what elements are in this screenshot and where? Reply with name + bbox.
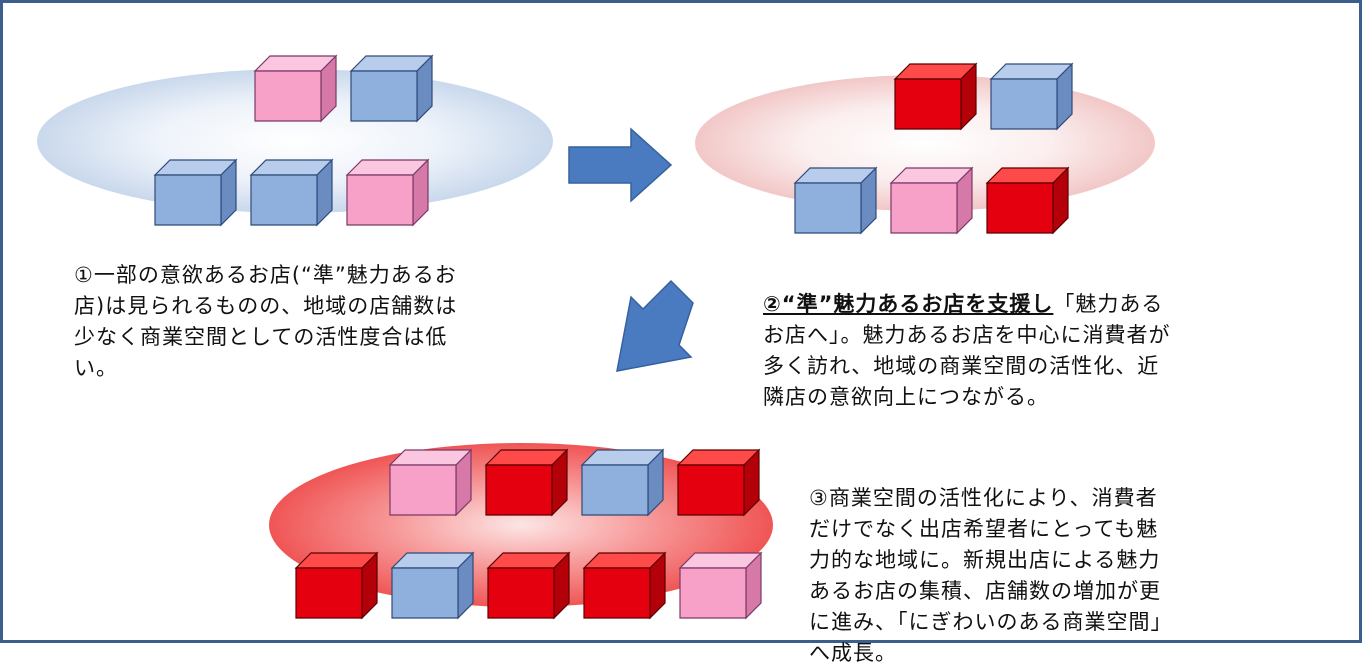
box-front (679, 567, 747, 619)
stage3-box-icon (582, 551, 667, 620)
stage3-description: ③商業空間の活性化により、消費者だけでなく出店希望者にとっても魅力的な地域に。新… (809, 486, 1173, 665)
stage1-description: ①一部の意欲あるお店(“準”魅力あるお店)は見られるものの、地域の店舗数は少なく… (74, 263, 458, 380)
stage2-description: ②“準”魅力あるお店を支援し「魅力あるお店へ」。魅力あるお店を中心に消費者が多く… (763, 289, 1178, 413)
box-front (350, 70, 418, 122)
stage1-box-icon (253, 54, 338, 123)
box-front (794, 182, 862, 234)
box-front (583, 567, 651, 619)
stage3-box-icon (486, 551, 571, 620)
box-front (250, 174, 318, 226)
box-front (894, 78, 962, 130)
box-front (295, 567, 363, 619)
box-front (346, 174, 414, 226)
stage3-box-icon (580, 448, 665, 517)
diagram-canvas (37, 54, 1155, 620)
stage2-box-icon (793, 166, 878, 235)
stage3-box-icon (676, 448, 761, 517)
box-front (391, 567, 459, 619)
stage3-box-icon (388, 448, 473, 517)
stage3-box-icon (390, 551, 475, 620)
stage1-box-icon (249, 158, 334, 227)
stage1-box-icon (345, 158, 430, 227)
stage1-box-icon (153, 158, 238, 227)
down-left-arrow-icon (616, 279, 694, 372)
box-front (677, 464, 745, 516)
box-front (485, 464, 553, 516)
box-front (254, 70, 322, 122)
stage2-text: 「魅力あるお店へ」。魅力あるお店を中心に消費者が多く訪れ、地域の商業空間の活性化… (763, 292, 1171, 409)
box-front (986, 182, 1054, 234)
box-front (890, 182, 958, 234)
stage3-box-icon (294, 551, 379, 620)
stage2-box-icon (893, 62, 978, 131)
box-front (990, 78, 1058, 130)
stage3-box-icon (678, 551, 763, 620)
stage2-box-icon (985, 166, 1070, 235)
box-front (389, 464, 457, 516)
box-front (487, 567, 555, 619)
box-front (581, 464, 649, 516)
stage3-box-icon (484, 448, 569, 517)
stage2-highlight: ②“準”魅力あるお店を支援し (763, 292, 1054, 316)
stage2-box-icon (989, 62, 1074, 131)
box-front (154, 174, 222, 226)
stage2-box-icon (889, 166, 974, 235)
right-arrow-icon (568, 127, 673, 203)
stage1-box-icon (349, 54, 434, 123)
